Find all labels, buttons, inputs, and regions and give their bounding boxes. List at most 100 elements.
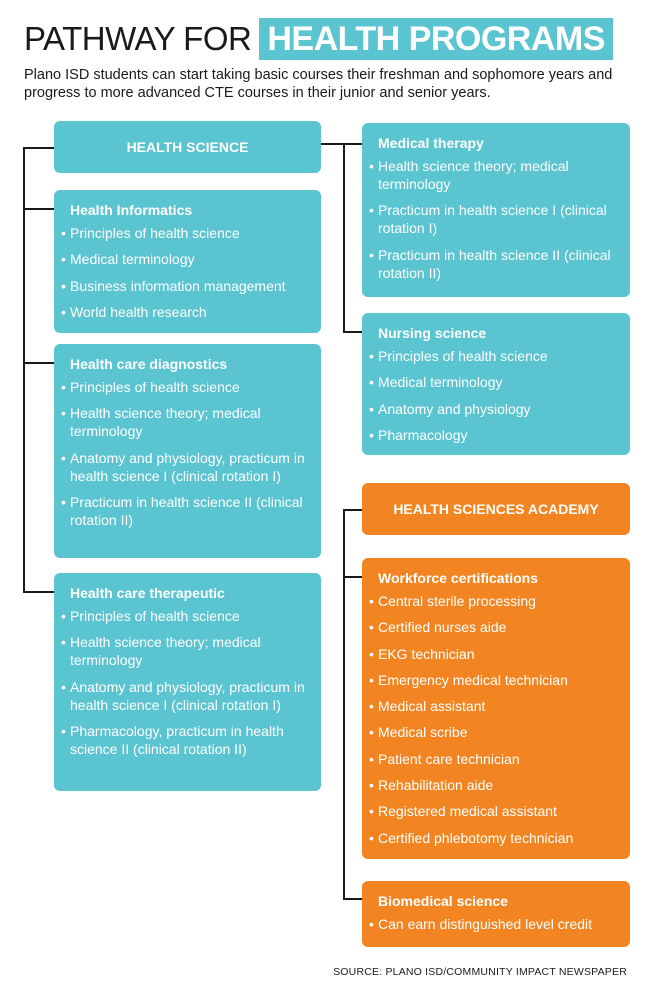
bullet: • [369,400,374,417]
connector-left-vertical [23,147,25,592]
source-credit: SOURCE: PLANO ISD/COMMUNITY IMPACT NEWSP… [333,966,627,978]
bullet: • [61,634,66,651]
health-sciences-academy-header-label: HEALTH SCIENCES ACADEMY [393,501,599,517]
bullet: • [61,608,66,624]
page-title: PATHWAY FOR HEALTH PROGRAMS [24,18,613,60]
medical-therapy-box: Medical therapy •Health science theory; … [362,123,630,297]
connector-left-h1 [23,147,54,149]
connector-academy-h2 [343,576,363,578]
list-item: •World health research [61,303,207,320]
list-item: •Anatomy and physiology, practicum in he… [61,449,305,484]
bullet: • [61,722,66,739]
list-item: •Principles of health science [61,379,240,395]
title-highlight: HEALTH PROGRAMS [259,18,613,60]
bullet: • [369,593,374,609]
bullet: • [61,303,66,320]
health-care-therapeutic-list: •Principles of health science •Health sc… [61,607,321,758]
bullet: • [369,916,374,932]
bullet: • [369,374,374,391]
list-item: •Business information management [61,277,286,294]
bullet: • [369,348,374,364]
list-item: •Practicum in health science II (clinica… [369,246,611,281]
list-item: •Health science theory; medical terminol… [61,634,261,669]
connector-mid-h2 [343,331,363,333]
list-item: •Patient care technician [369,750,520,767]
list-item: •Pharmacology [369,426,468,443]
connector-academy-h3 [343,898,363,900]
list-item: •Principles of health science [61,608,240,624]
bullet: • [369,645,374,662]
bullet: • [369,246,374,263]
health-informatics-box: Health Informatics •Principles of health… [54,190,321,333]
biomedical-science-list: •Can earn distinguished level credit [369,915,630,933]
list-item: •Health science theory; medical terminol… [369,158,569,192]
list-item: •Medical scribe [369,724,468,741]
connector-academy-vertical [343,509,345,899]
bullet: • [369,750,374,767]
bullet: • [369,158,374,174]
bullet: • [61,405,66,422]
connector-academy-h1 [343,509,363,511]
bullet: • [61,277,66,294]
workforce-certifications-list: •Central sterile processing •Certified n… [369,592,630,847]
health-care-diagnostics-title: Health care diagnostics [70,356,228,372]
list-item: •Principles of health science [369,348,548,364]
bullet: • [369,202,374,219]
list-item: •Medical assistant [369,698,486,715]
list-item: •Rehabilitation aide [369,777,494,794]
bullet: • [61,225,66,241]
list-item: •Emergency medical technician [369,671,568,688]
health-care-therapeutic-title: Health care therapeutic [70,585,225,601]
intro-text: Plano ISD students can start taking basi… [24,67,613,101]
health-care-diagnostics-list: •Principles of health science •Health sc… [61,378,321,529]
bullet: • [61,379,66,395]
bullet: • [369,777,374,794]
bullet: • [369,671,374,688]
list-item: •Anatomy and physiology [369,400,531,417]
medical-therapy-title: Medical therapy [378,135,484,151]
connector-mid-h [321,143,363,145]
list-item: •Certified phlebotomy technician [369,829,574,846]
health-care-diagnostics-box: Health care diagnostics •Principles of h… [54,344,321,558]
bullet: • [369,426,374,443]
list-item: •Central sterile processing [369,593,536,609]
nursing-science-list: •Principles of health science •Medical t… [369,347,630,444]
connector-mid-vertical [343,143,345,332]
workforce-certifications-title: Workforce certifications [378,570,539,586]
health-science-header-label: HEALTH SCIENCE [126,139,249,155]
nursing-science-title: Nursing science [378,325,487,341]
bullet: • [61,678,66,695]
list-item: •Medical terminology [369,374,503,391]
health-care-therapeutic-box: Health care therapeutic •Principles of h… [54,573,321,791]
list-item: •Medical terminology [61,251,195,268]
nursing-science-box: Nursing science •Principles of health sc… [362,313,630,455]
list-item: •Can earn distinguished level credit [369,916,593,932]
bullet: • [61,493,66,510]
health-sciences-academy-header: HEALTH SCIENCES ACADEMY [362,483,630,535]
bullet: • [61,449,66,466]
list-item: •Practicum in health science I (clinical… [369,202,607,237]
list-item: •Pharmacology, practicum in health scien… [61,722,284,757]
workforce-certifications-box: Workforce certifications •Central steril… [362,558,630,859]
health-informatics-list: •Principles of health science •Medical t… [61,224,321,321]
biomedical-science-title: Biomedical science [378,893,508,909]
bullet: • [369,724,374,741]
connector-left-h3 [23,362,54,364]
list-item: •Certified nurses aide [369,619,507,636]
list-item: •Principles of health science [61,225,240,241]
bullet: • [369,803,374,820]
connector-left-h2 [23,208,54,210]
list-item: •EKG technician [369,645,475,662]
title-bold: HEALTH PROGRAMS [267,20,605,58]
health-science-header: HEALTH SCIENCE [54,121,321,173]
medical-therapy-list: •Health science theory; medical terminol… [369,157,630,282]
list-item: •Registered medical assistant [369,803,557,820]
bullet: • [369,698,374,715]
bullet: • [369,619,374,636]
health-informatics-title: Health Informatics [70,202,193,218]
bullet: • [369,829,374,846]
list-item: •Anatomy and physiology, practicum in he… [61,678,305,713]
title-plain: PATHWAY FOR [24,20,252,57]
connector-left-h4 [23,591,54,593]
biomedical-science-box: Biomedical science •Can earn distinguish… [362,881,630,947]
